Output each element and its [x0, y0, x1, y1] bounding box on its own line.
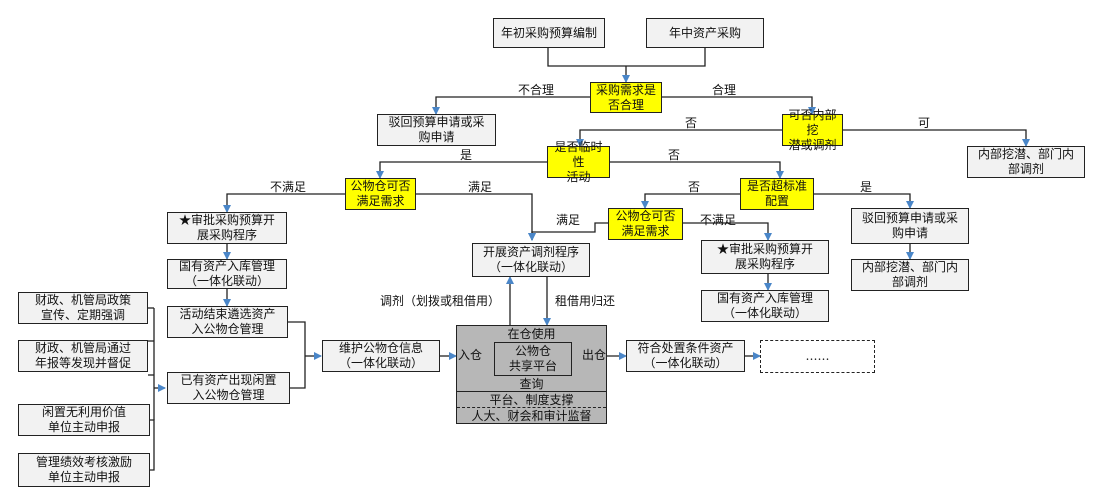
pool-meets-need-decision: 公物仓可否 满足需求 [345, 178, 416, 210]
label-not-meet-1: 不满足 [270, 180, 307, 194]
label-meet-1: 满足 [468, 180, 493, 194]
approve-procurement-box: ★审批采购预算开 展采购程序 [167, 212, 287, 244]
disposal-asset-box: 符合处置条件资产 （一体化联动） [626, 340, 745, 372]
maintain-pool-info-box: 维护公物仓信息 （一体化联动） [322, 340, 440, 372]
activity-end-asset-box: 活动结束遴选资产 入公物仓管理 [167, 306, 288, 338]
policy-promotion-box: 财政、机管局政策 宣传、定期强调 [18, 292, 148, 324]
label-out-pool: 出仓 [582, 348, 607, 362]
label-yes-standard: 是 [860, 180, 873, 194]
label-yes-internal: 可 [918, 116, 931, 130]
label-transfer: 调剂（划拨或租借用） [380, 294, 501, 308]
need-reasonable-decision: 采购需求是 否合理 [590, 82, 662, 113]
platform-separator [457, 391, 606, 392]
oversight-label: 人大、财会和审计监督 [471, 409, 592, 423]
internal-adjust-box: 内部挖潜、部门内 部调剂 [967, 146, 1085, 178]
pool-sharing-platform: 公物仓 共享平台 [494, 342, 572, 376]
label-no-internal: 否 [685, 116, 698, 130]
approve-procurement-box-2: ★审批采购预算开 展采购程序 [701, 240, 829, 274]
performance-incentive-box: 管理绩效考核激励 单位主动申报 [18, 453, 150, 487]
label-in-pool: 入仓 [458, 348, 483, 362]
reject-application-box-2: 驳回预算申请或采 购申请 [851, 208, 969, 244]
transfer-procedure-box: 开展资产调剂程序 （一体化联动） [472, 243, 590, 277]
label-yes-temp: 是 [460, 148, 473, 162]
label-not-meet-2: 不满足 [700, 213, 737, 227]
label-unreasonable: 不合理 [518, 83, 555, 97]
label-reasonable: 合理 [712, 83, 737, 97]
label-no-temp: 否 [668, 148, 681, 162]
public-pool-platform: 在仓使用 公物仓 共享平台 查询 平台、制度支撑 人大、财会和审计监督 [456, 325, 607, 424]
internal-adjust-box-2: 内部挖潜、部门内 部调剂 [851, 259, 969, 291]
midyear-purchase-box: 年中资产采购 [646, 18, 764, 48]
pool-meets-need-decision-2: 公物仓可否 满足需求 [608, 208, 683, 240]
ellipsis-box: …… [760, 340, 875, 373]
over-standard-decision: 是否超标准 配置 [740, 178, 814, 210]
state-asset-storage-box-2: 国有资产入库管理 （一体化联动） [701, 290, 829, 322]
label-return: 租借用归还 [555, 294, 616, 308]
reject-application-box: 驳回预算申请或采 购申请 [377, 114, 496, 146]
platform-support-label: 平台、制度支撑 [489, 393, 574, 407]
platform-dashed-separator [457, 407, 606, 408]
state-asset-storage-box: 国有资产入库管理 （一体化联动） [167, 259, 287, 289]
query-label: 查询 [519, 377, 544, 391]
annual-report-box: 财政、机管局通过 年报等发现并督促 [18, 340, 148, 372]
in-pool-use-label: 在仓使用 [507, 327, 556, 341]
temporary-activity-decision: 是否临时性 活动 [547, 140, 610, 184]
idle-asset-box: 已有资产出现闲置 入公物仓管理 [167, 372, 290, 404]
annual-budget-box: 年初采购预算编制 [493, 18, 605, 48]
label-no-standard: 否 [688, 180, 701, 194]
idle-self-report-box: 闲置无利用价值 单位主动申报 [18, 404, 150, 436]
label-meet-2: 满足 [556, 213, 581, 227]
internal-adjust-decision: 可否内部挖 潜或调剂 [782, 108, 843, 152]
